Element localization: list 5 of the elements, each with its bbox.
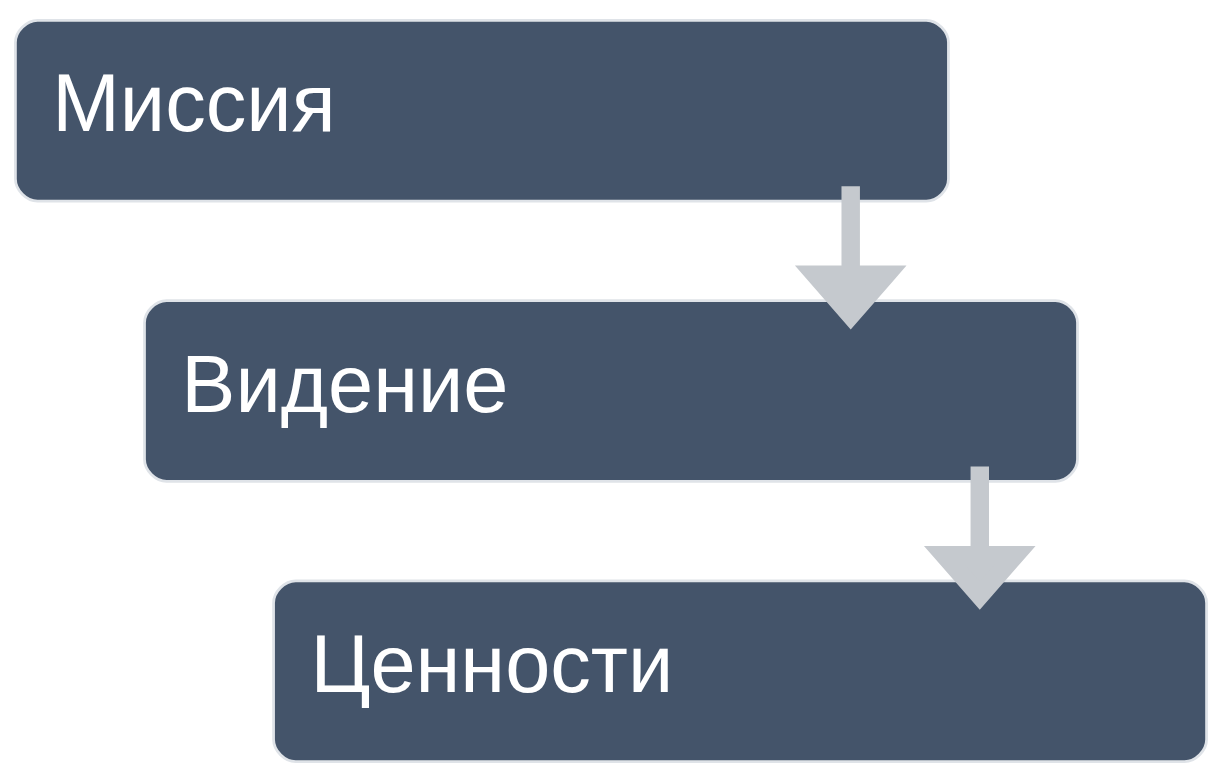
node-box: Видение xyxy=(143,298,1079,483)
node-box: Миссия xyxy=(14,18,950,202)
arrow xyxy=(794,185,907,329)
node-box: Ценности xyxy=(272,579,1208,763)
arrow xyxy=(923,466,1036,610)
